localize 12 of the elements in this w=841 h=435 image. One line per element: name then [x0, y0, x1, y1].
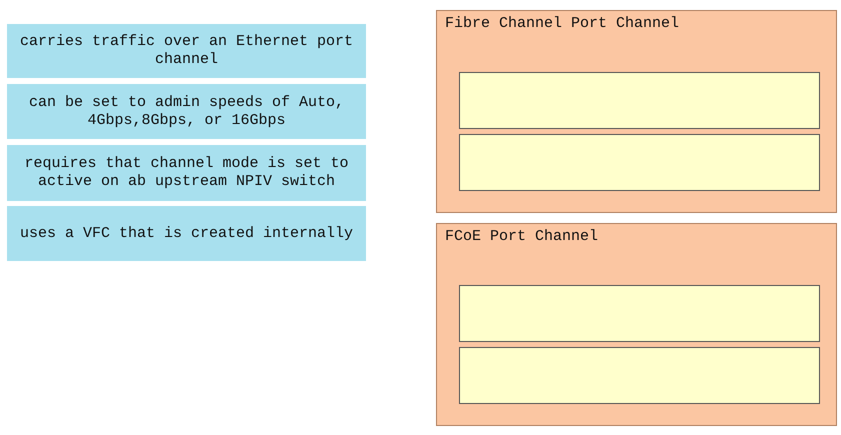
drop-target-box [459, 285, 820, 342]
answer-option: requires that channel mode is set to active on ab upstream NPIV switch [7, 145, 366, 201]
panel-title: Fibre Channel Port Channel [445, 15, 680, 32]
drop-target-box [459, 347, 820, 404]
drop-target-box [459, 72, 820, 129]
answer-option: carries traffic over an Ethernet port channel [7, 24, 366, 78]
answer-option: uses a VFC that is created internally [7, 206, 366, 261]
panel-title: FCoE Port Channel [445, 228, 598, 245]
answer-option: can be set to admin speeds of Auto, 4Gbps,8Gbps, or 16Gbps [7, 84, 366, 139]
drop-target-box [459, 134, 820, 191]
category-panel [436, 223, 837, 426]
category-panel [436, 10, 837, 213]
